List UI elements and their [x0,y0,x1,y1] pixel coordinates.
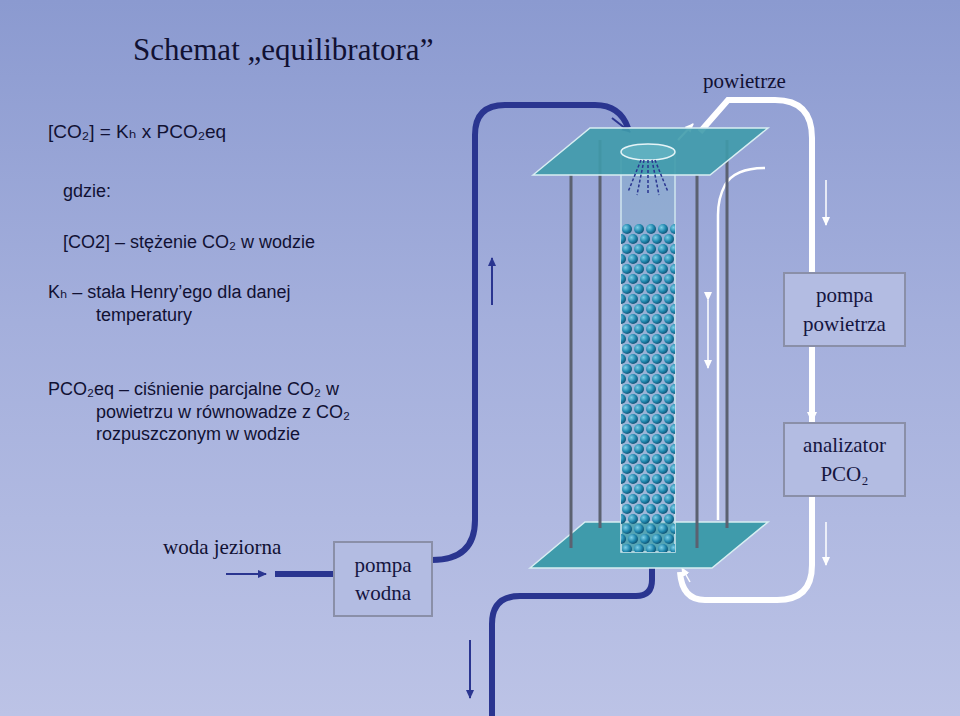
text-label: powietrze [703,68,843,94]
text-label: Kₕ – stała Henry’ego dla danej temperatu… [48,281,353,326]
process-box: pompa powietrza [783,272,906,347]
box-text: pompa powietrza [793,281,896,338]
text-label: [CO2] – stężenie CO₂ w wodzie [63,231,403,254]
text-label: [CO₂] = Kₕ x PCO₂eq [48,120,408,144]
box-text: analizator PCO₂ [793,431,896,488]
process-box: pompa wodna [333,541,433,617]
air-flow-connector [809,347,815,422]
text-label: gdzie: [63,180,263,203]
process-box: analizator PCO₂ [783,422,906,497]
text-label: woda jeziorna [163,534,323,560]
text-label: PCO₂eq – ciśnienie parcjalne CO₂ w powie… [48,378,418,446]
diagram-title: Schemat „equilibratora” [133,32,433,68]
box-text: pompa wodna [343,551,423,608]
